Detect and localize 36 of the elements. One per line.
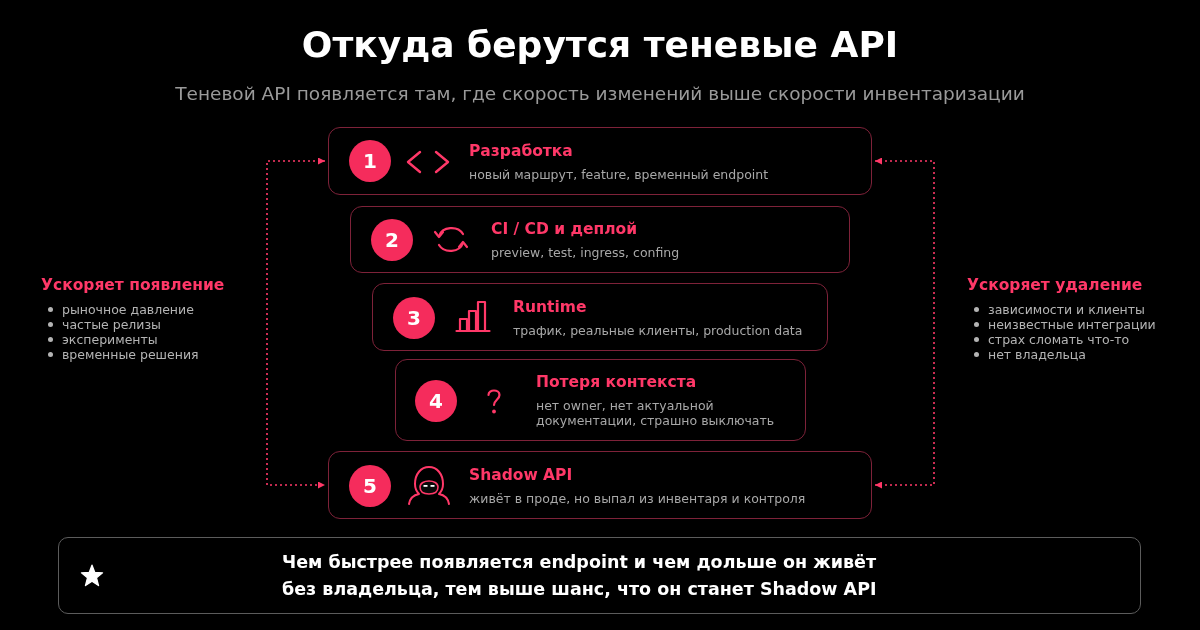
stage-description: живёт в проде, но выпал из инвентаря и контроля bbox=[469, 490, 806, 506]
summary-panel bbox=[58, 537, 1141, 614]
subtitle: Теневой API появляется там, где скорость изменений выше скорости инвентаризации bbox=[175, 82, 1025, 106]
stage-card bbox=[328, 451, 872, 519]
number-circle: 4 bbox=[415, 380, 457, 422]
stage-card bbox=[328, 127, 872, 195]
stage-description: preview, test, ingress, confing bbox=[491, 245, 680, 260]
list-text: зависимости и клиенты bbox=[988, 302, 1145, 317]
stage-title: Runtime bbox=[513, 296, 587, 317]
number-circle: 1 bbox=[349, 140, 391, 182]
stage-description: трафик, реальные клиенты, production data bbox=[513, 322, 803, 338]
stage-title: CI / CD и деплой bbox=[491, 219, 638, 239]
number-circle: 2 bbox=[371, 219, 413, 261]
stage-card bbox=[350, 206, 850, 273]
title: Откуда берутся теневые API bbox=[301, 24, 899, 66]
dotted-arrow bbox=[874, 157, 935, 489]
list-text: эксперименты bbox=[62, 332, 158, 347]
stage-description: новый маршрут, feature, временный endpoint bbox=[469, 166, 769, 182]
dotted-arrow bbox=[266, 157, 326, 489]
list-text: нет владельца bbox=[988, 347, 1086, 362]
list-text: неизвестные интеграции bbox=[988, 317, 1156, 332]
stage-card bbox=[372, 283, 828, 351]
list-text: временные решения bbox=[62, 347, 199, 362]
list-text: рыночное давление bbox=[62, 302, 194, 317]
summary-text: Чем быстрее появляется endpoint и чем дольше он живёт без владельца, тем выше шанс, что он станет Shadow API bbox=[282, 550, 878, 601]
stage-description: нет owner, нет актуальной документации, страшно выключать bbox=[536, 398, 776, 428]
number-circle: 5 bbox=[349, 465, 391, 507]
side-heading: Ускоряет появление bbox=[41, 275, 225, 295]
list-text: частые релизы bbox=[62, 317, 161, 332]
stage-title: Shadow API bbox=[469, 464, 573, 485]
stage-card bbox=[395, 359, 806, 441]
number-circle: 3 bbox=[393, 297, 435, 339]
list-text: страх сломать что-то bbox=[988, 332, 1130, 347]
stage-title: Разработка bbox=[469, 140, 573, 161]
side-heading: Ускоряет удаление bbox=[967, 275, 1143, 295]
stage-title: Потеря контекста bbox=[536, 372, 697, 392]
